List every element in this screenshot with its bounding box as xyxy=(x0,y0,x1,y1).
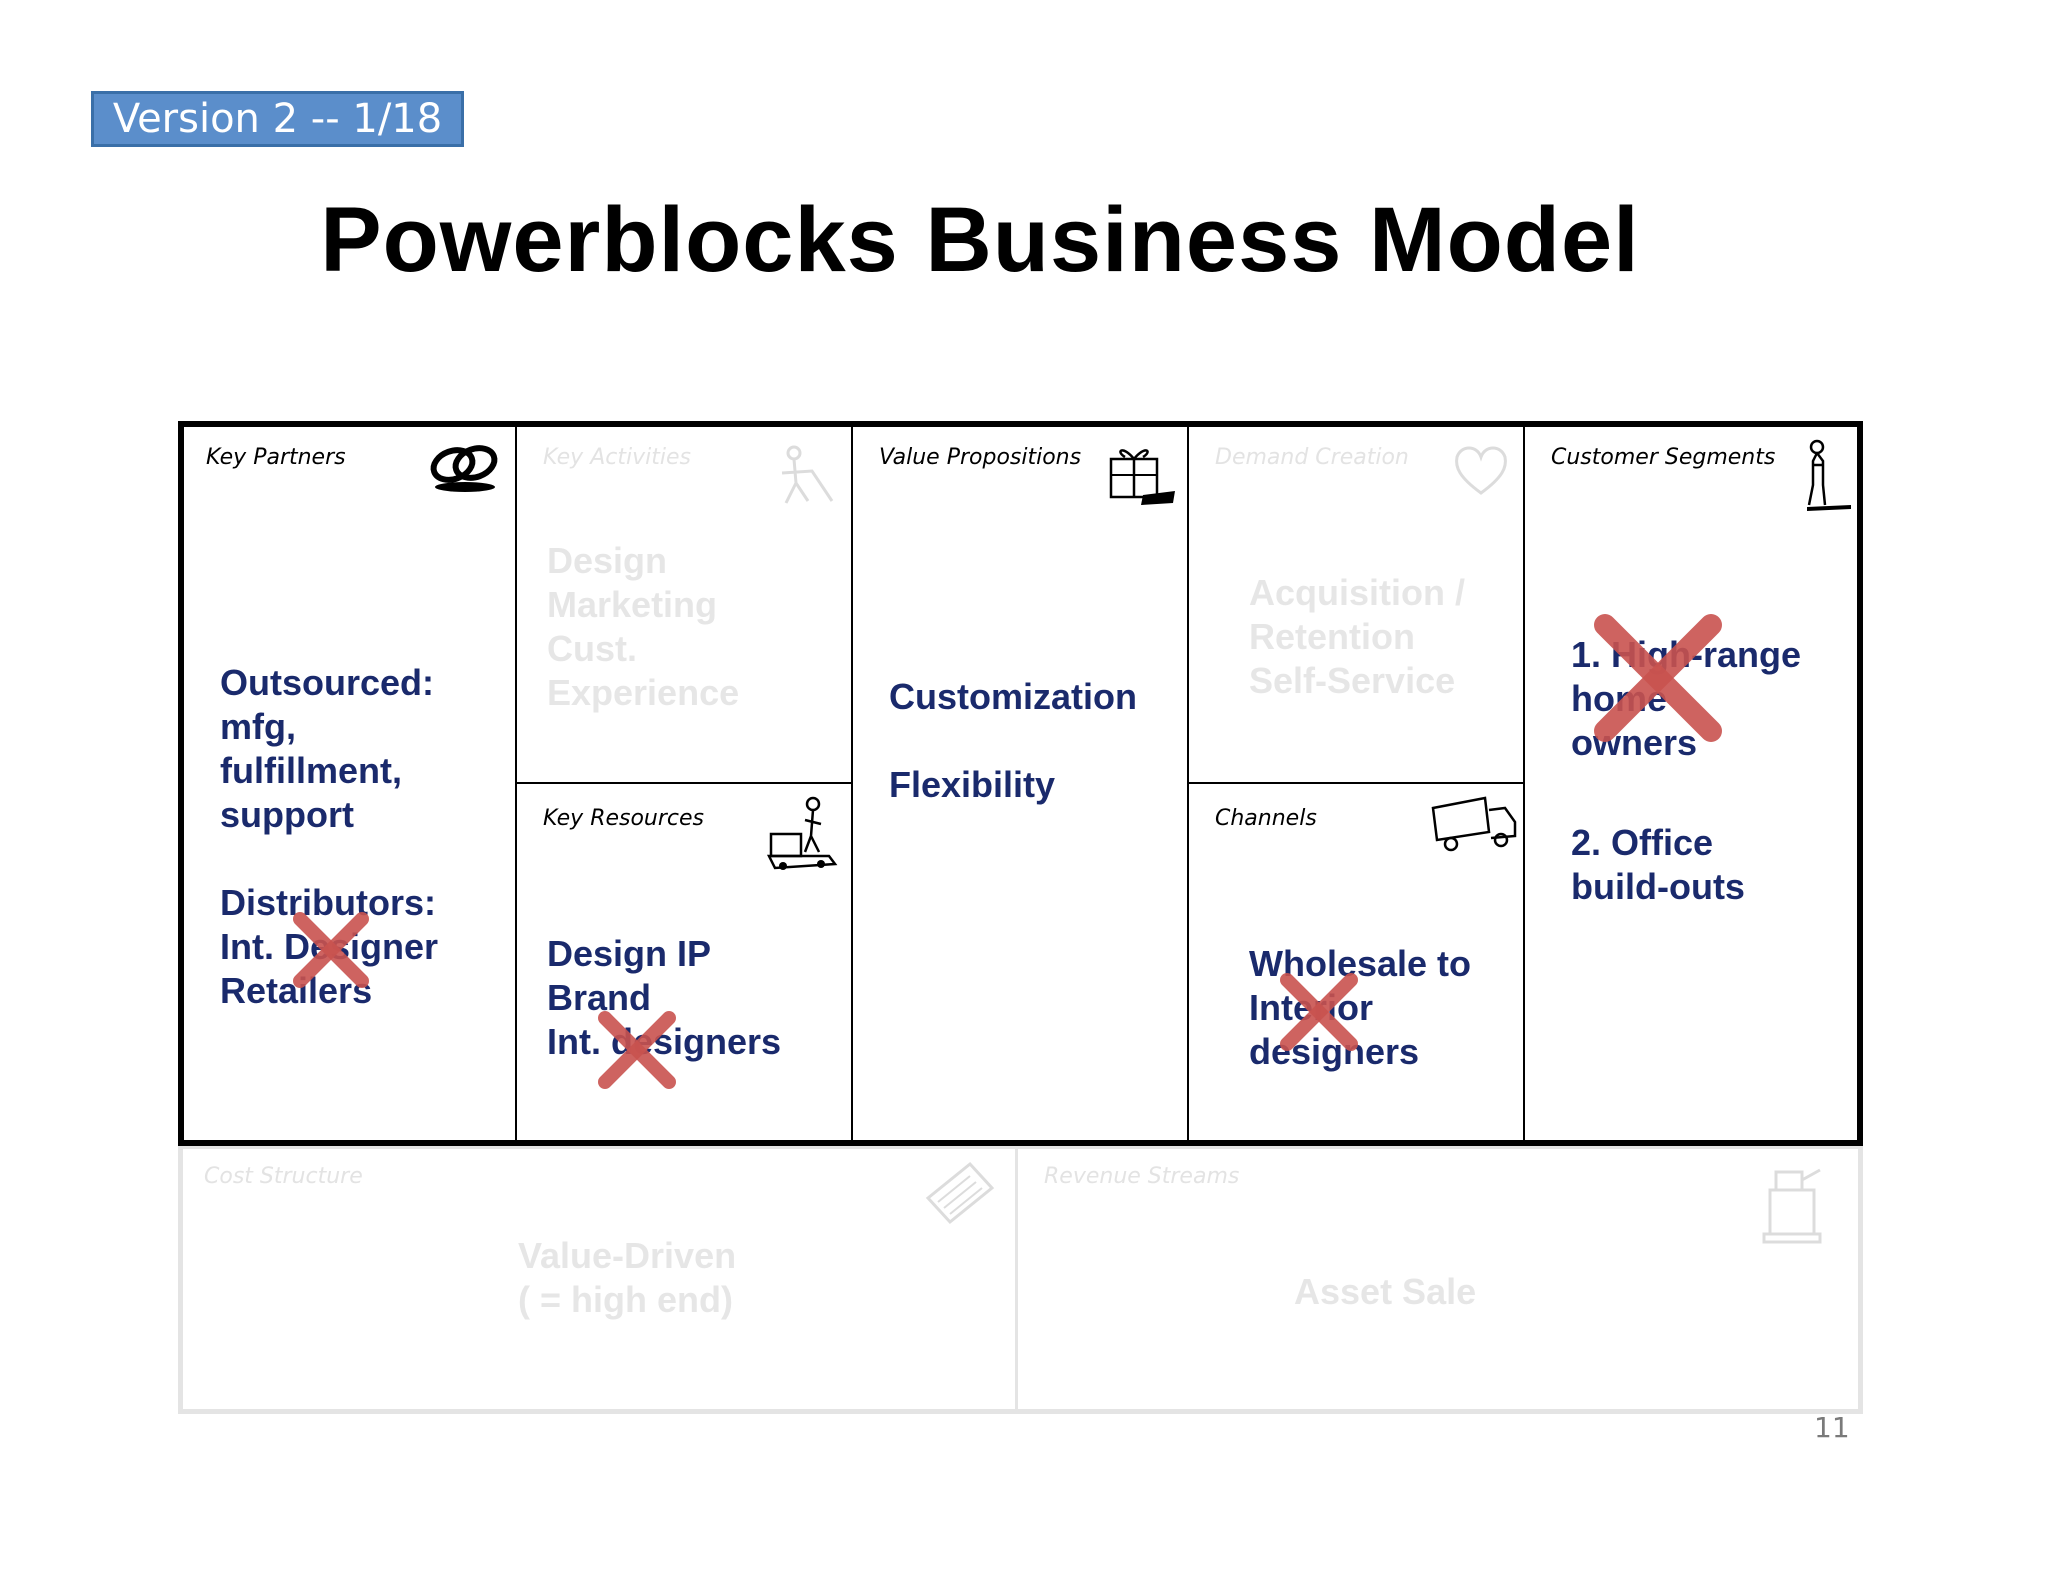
heart-icon xyxy=(1455,446,1507,495)
bottom-frame xyxy=(178,1144,1863,1414)
canvas-outline xyxy=(178,421,1863,1146)
chain-link-icon xyxy=(430,445,498,492)
key-activities-label: Key Activities xyxy=(543,445,691,470)
worker-icon xyxy=(781,445,834,504)
demand-creation-label: Demand Creation xyxy=(1215,445,1409,470)
cross-mark-icon xyxy=(293,912,369,988)
cross-mark-icon xyxy=(598,1011,676,1089)
cost-structure-label: Cost Structure xyxy=(204,1164,363,1189)
version-badge: Version 2 -- 1/18 xyxy=(91,91,464,147)
forklift-icon xyxy=(766,796,838,870)
channels-label: Channels xyxy=(1215,806,1317,831)
page-number: 11 xyxy=(1814,1411,1850,1444)
value-propositions-cell: Value Propositions Customization Flexibi… xyxy=(851,421,1189,1146)
key-activities-text: Design Marketing Cust. Experience xyxy=(547,540,740,713)
cash-register-icon xyxy=(1762,1168,1822,1244)
revenue-streams-label: Revenue Streams xyxy=(1044,1164,1240,1189)
cost-structure-cell: Cost Structure Value-Driven ( = high end… xyxy=(178,1144,1018,1414)
revenue-streams-cell: Revenue Streams Asset Sale xyxy=(1018,1144,1863,1414)
key-partners-label: Key Partners xyxy=(206,445,346,470)
key-partners-cell: Key Partners Outsourced: mfg, fulfillmen… xyxy=(178,421,517,1146)
key-resources-label: Key Resources xyxy=(543,806,705,831)
cross-mark-icon xyxy=(1280,973,1358,1051)
revenue-streams-text: Asset Sale xyxy=(1294,1271,1477,1312)
person-icon xyxy=(1807,439,1851,511)
customer-segments-label: Customer Segments xyxy=(1551,445,1776,470)
cross-mark-icon xyxy=(1594,614,1722,742)
key-resources-cell: Key Resources Design IP Brand Int. desig… xyxy=(515,782,853,1146)
cost-structure-text: Value-Driven ( = high end) xyxy=(518,1235,737,1320)
value-propositions-label: Value Propositions xyxy=(879,445,1082,470)
demand-creation-text: Acquisition / Retention Self-Service xyxy=(1249,572,1465,701)
key-partners-text: Outsourced: mfg, fulfillment, support Di… xyxy=(220,662,439,1011)
receipt-icon xyxy=(925,1161,995,1225)
customer-segments-item2: 2. Office build-outs xyxy=(1571,822,1745,907)
value-propositions-text: Customization Flexibility xyxy=(889,676,1137,805)
truck-icon xyxy=(1431,796,1517,852)
gift-icon xyxy=(1109,449,1175,505)
channels-text: Wholesale to Interior designers xyxy=(1249,943,1472,1072)
slide-title: Powerblocks Business Model xyxy=(320,189,1640,291)
